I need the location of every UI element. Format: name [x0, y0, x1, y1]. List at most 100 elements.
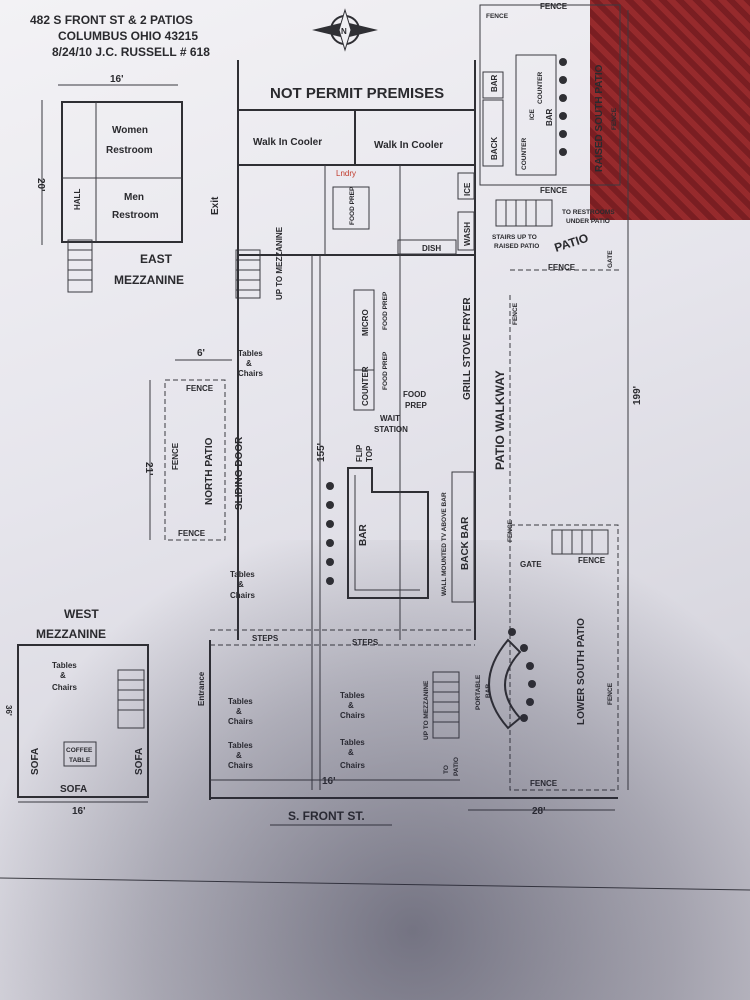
- svg-text:FENCE: FENCE: [540, 186, 568, 195]
- header-address: 482 S FRONT ST & 2 PATIOS: [30, 13, 193, 27]
- food-prep-2: FOOD PREP: [382, 351, 389, 390]
- svg-text:COUNTER: COUNTER: [521, 138, 528, 170]
- micro-counter: MICRO COUNTER: [353, 289, 375, 411]
- svg-text:PATIO: PATIO: [553, 231, 591, 255]
- svg-text:TOP: TOP: [365, 445, 374, 462]
- walk-in-cooler-2: Walk In Cooler: [374, 140, 443, 151]
- bar-stools-raised: [559, 58, 567, 156]
- svg-text:WEST: WEST: [64, 607, 99, 621]
- svg-text:Chairs: Chairs: [228, 761, 253, 770]
- street-label: S. FRONT ST.: [270, 809, 392, 826]
- svg-text:MICRO: MICRO: [361, 309, 370, 336]
- svg-text:FENCE: FENCE: [607, 682, 614, 705]
- hall-label: HALL: [73, 189, 82, 210]
- svg-text:STATION: STATION: [374, 425, 408, 434]
- svg-text:STAIRS UP TO: STAIRS UP TO: [492, 234, 537, 241]
- dimension-36: 36': [4, 705, 13, 716]
- svg-text:TO RESTROOMS: TO RESTROOMS: [562, 209, 615, 216]
- svg-text:PATIO: PATIO: [453, 757, 460, 776]
- svg-text:Chairs: Chairs: [340, 711, 365, 720]
- svg-text:WASH: WASH: [463, 222, 472, 246]
- wait-station: WAIT STATION: [374, 414, 408, 434]
- east-mezzanine-label: EAST MEZZANINE: [114, 252, 184, 287]
- food-prep-table-top: FOOD PREP: [332, 186, 370, 230]
- svg-text:&: &: [238, 580, 244, 589]
- svg-text:PORTABLE: PORTABLE: [475, 674, 482, 710]
- header-city: COLUMBUS OHIO 43215: [58, 29, 198, 43]
- patio-walkway: FENCE PATIO WALKWAY FENCE: [493, 295, 519, 542]
- patio-bar: BAR BACK COUNTER ICE COUNTER BAR: [482, 54, 557, 176]
- svg-text:FENCE: FENCE: [611, 107, 618, 130]
- svg-text:Tables: Tables: [228, 741, 253, 750]
- svg-text:16': 16': [72, 806, 86, 817]
- svg-text:Tables: Tables: [340, 738, 365, 747]
- svg-text:TABLE: TABLE: [69, 757, 91, 764]
- svg-text:RAISED SOUTH PATIO: RAISED SOUTH PATIO: [594, 64, 605, 172]
- dimension-199: 199': [627, 10, 643, 790]
- svg-text:ICE: ICE: [529, 109, 536, 121]
- dimension-16-top: 16': [58, 74, 178, 86]
- back-bar: BACK BAR: [451, 471, 475, 603]
- svg-text:MEZZANINE: MEZZANINE: [36, 627, 106, 641]
- svg-text:BAR: BAR: [490, 74, 499, 92]
- women-restroom-label: Restroom: [106, 145, 153, 156]
- svg-text:6': 6': [197, 348, 205, 359]
- svg-text:Tables: Tables: [340, 691, 365, 700]
- stairs-raised-patio: STAIRS UP TO RAISED PATIO: [492, 199, 553, 250]
- paper-edge-line: [0, 877, 750, 891]
- tables-chairs-1: Tables & Chairs: [238, 349, 263, 378]
- svg-text:GATE: GATE: [607, 250, 614, 268]
- men-label: Men: [124, 192, 144, 203]
- exit-label: Exit: [210, 196, 221, 215]
- svg-text:NORTH PATIO: NORTH PATIO: [204, 437, 215, 505]
- svg-text:FENCE: FENCE: [540, 2, 568, 11]
- svg-text:FOOD PREP: FOOD PREP: [349, 186, 356, 225]
- svg-text:FENCE: FENCE: [178, 529, 206, 538]
- svg-text:FENCE: FENCE: [578, 556, 606, 565]
- up-to-mezzanine-east: UP TO MEZZANINE: [275, 226, 284, 300]
- svg-text:21': 21': [143, 462, 154, 476]
- patio-gate-fence: FENCE GATE FENCE: [510, 107, 620, 272]
- lower-south-patio: GATE FENCE LOWER SOUTH PATIO FENCE FENCE: [509, 524, 619, 791]
- svg-text:COUNTER: COUNTER: [537, 72, 544, 104]
- not-permit-premises: NOT PERMIT PREMISES: [270, 85, 444, 102]
- svg-text:EAST: EAST: [140, 252, 173, 266]
- svg-text:SOFA: SOFA: [134, 748, 145, 775]
- ice-machine-top: ICE: [457, 172, 475, 200]
- svg-text:GATE: GATE: [520, 560, 542, 569]
- sliding-door: SLIDING DOOR: [234, 436, 245, 510]
- main-bar: FLIP TOP BAR: [347, 444, 429, 599]
- svg-text:ICE: ICE: [463, 182, 472, 196]
- dimension-21: 21': [143, 380, 154, 540]
- svg-text:Tables: Tables: [230, 570, 255, 579]
- north-patio: FENCE FENCE FENCE NORTH PATIO: [164, 379, 226, 541]
- svg-text:MEZZANINE: MEZZANINE: [114, 273, 184, 287]
- west-mezzanine-label: WEST MEZZANINE: [36, 607, 106, 641]
- tablecloth-background: [590, 0, 750, 220]
- wall-tv-note: WALL MOUNTED TV ABOVE BAR: [441, 492, 448, 596]
- svg-text:FENCE: FENCE: [186, 384, 214, 393]
- svg-text:FENCE: FENCE: [530, 779, 558, 788]
- svg-text:COFFEE: COFFEE: [66, 747, 93, 754]
- svg-text:&: &: [246, 359, 252, 368]
- svg-text:199': 199': [632, 386, 643, 405]
- svg-text:S. FRONT ST.: S. FRONT ST.: [288, 809, 365, 823]
- svg-text:WAIT: WAIT: [380, 414, 400, 423]
- compass-icon: N: [312, 8, 378, 52]
- west-mezzanine: Tables & Chairs COFFEE TABLE SOFA SOFA S…: [17, 644, 149, 798]
- dimension-20: 20': [35, 100, 46, 245]
- svg-text:STEPS: STEPS: [352, 638, 379, 647]
- laundry-note: Lndry: [336, 169, 356, 178]
- svg-text:UP TO MEZZANINE: UP TO MEZZANINE: [423, 680, 430, 740]
- walk-in-cooler-1: Walk In Cooler: [253, 137, 322, 148]
- svg-text:SOFA: SOFA: [60, 784, 87, 795]
- svg-text:&: &: [236, 707, 242, 716]
- svg-text:Chairs: Chairs: [340, 761, 365, 770]
- dimension-label: 16': [110, 74, 124, 85]
- stairs-east-left: [67, 239, 93, 293]
- svg-text:36': 36': [4, 705, 13, 716]
- header-date-inspector: 8/24/10 J.C. RUSSELL # 618: [52, 45, 210, 59]
- wash-station: WASH: [457, 211, 475, 251]
- food-prep-table-mid: FOOD PREP: [403, 390, 427, 410]
- svg-text:COUNTER: COUNTER: [361, 366, 370, 406]
